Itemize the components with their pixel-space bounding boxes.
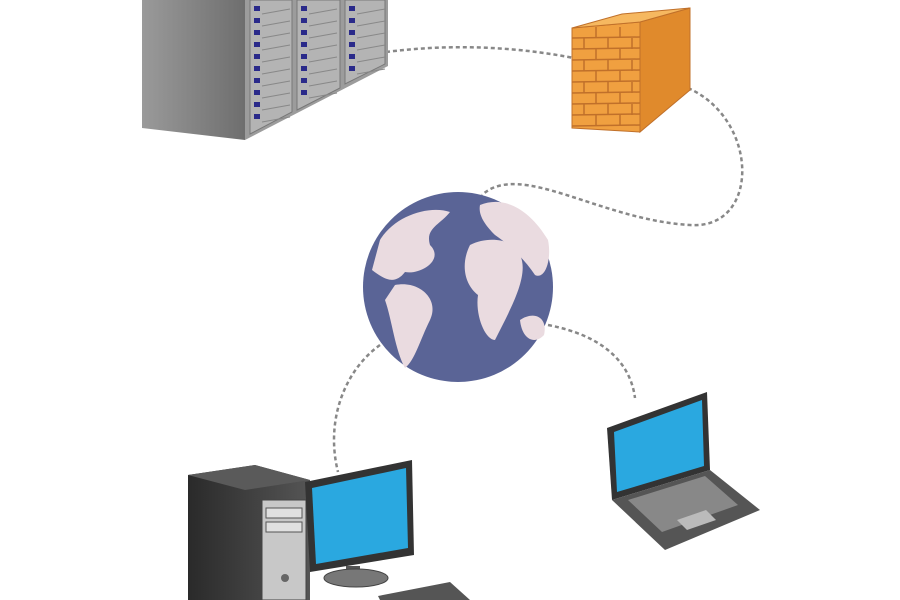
server-slot	[308, 92, 338, 99]
desktop-computer-icon	[188, 460, 470, 600]
brick-line	[571, 58, 641, 61]
server-led	[254, 6, 260, 11]
brick-line	[571, 69, 641, 72]
server-slot	[308, 68, 338, 75]
link-globe-laptop	[547, 323, 637, 399]
server-slot	[261, 68, 291, 75]
server-slot	[356, 32, 386, 39]
server-slot	[356, 56, 386, 63]
server-led	[301, 90, 307, 95]
server-slot	[261, 80, 291, 87]
server-led	[349, 42, 355, 47]
server-led	[301, 18, 307, 23]
brick-line	[571, 124, 641, 127]
server-slot	[308, 32, 338, 39]
brick-line	[571, 80, 641, 83]
server-slot	[261, 92, 291, 99]
server-slot	[261, 116, 291, 123]
laptop-icon	[607, 392, 760, 550]
server-slot	[356, 44, 386, 51]
brick-line	[571, 91, 641, 94]
firewall-icon	[571, 7, 691, 134]
server-led	[254, 102, 260, 107]
server-led	[301, 6, 307, 11]
server-led	[349, 66, 355, 71]
server-slot	[261, 104, 291, 111]
brick-line	[571, 102, 641, 105]
server-slot	[308, 80, 338, 87]
links	[332, 45, 744, 473]
server-led	[254, 78, 260, 83]
server-led	[301, 30, 307, 35]
link-server-firewall	[385, 45, 575, 60]
server-led	[254, 42, 260, 47]
server-slot	[308, 8, 338, 15]
globe-icon	[363, 192, 553, 382]
server-led	[254, 30, 260, 35]
server-slot	[261, 32, 291, 39]
brick-line	[571, 113, 641, 116]
server-slot	[261, 56, 291, 63]
server-slot	[356, 68, 386, 75]
server-led	[349, 30, 355, 35]
server-slot	[261, 8, 291, 15]
server-led	[301, 66, 307, 71]
brick-line	[571, 36, 641, 39]
server-slot	[308, 56, 338, 63]
server-led	[254, 18, 260, 23]
server-slot	[261, 44, 291, 51]
server-led	[254, 90, 260, 95]
server-slot	[308, 44, 338, 51]
server-led	[301, 54, 307, 59]
server-led	[349, 6, 355, 11]
server-slot	[308, 20, 338, 27]
server-led	[301, 42, 307, 47]
link-globe-desktop	[332, 343, 381, 473]
brick-line	[571, 47, 641, 50]
server-led	[349, 18, 355, 23]
server-led	[254, 114, 260, 119]
server-slot	[356, 20, 386, 27]
server-rack-icon	[142, 0, 388, 140]
server-led	[254, 54, 260, 59]
server-led	[349, 54, 355, 59]
server-led	[301, 78, 307, 83]
server-slot	[356, 8, 386, 15]
server-led	[254, 66, 260, 71]
server-slot	[261, 20, 291, 27]
link-firewall-globe	[481, 86, 744, 227]
